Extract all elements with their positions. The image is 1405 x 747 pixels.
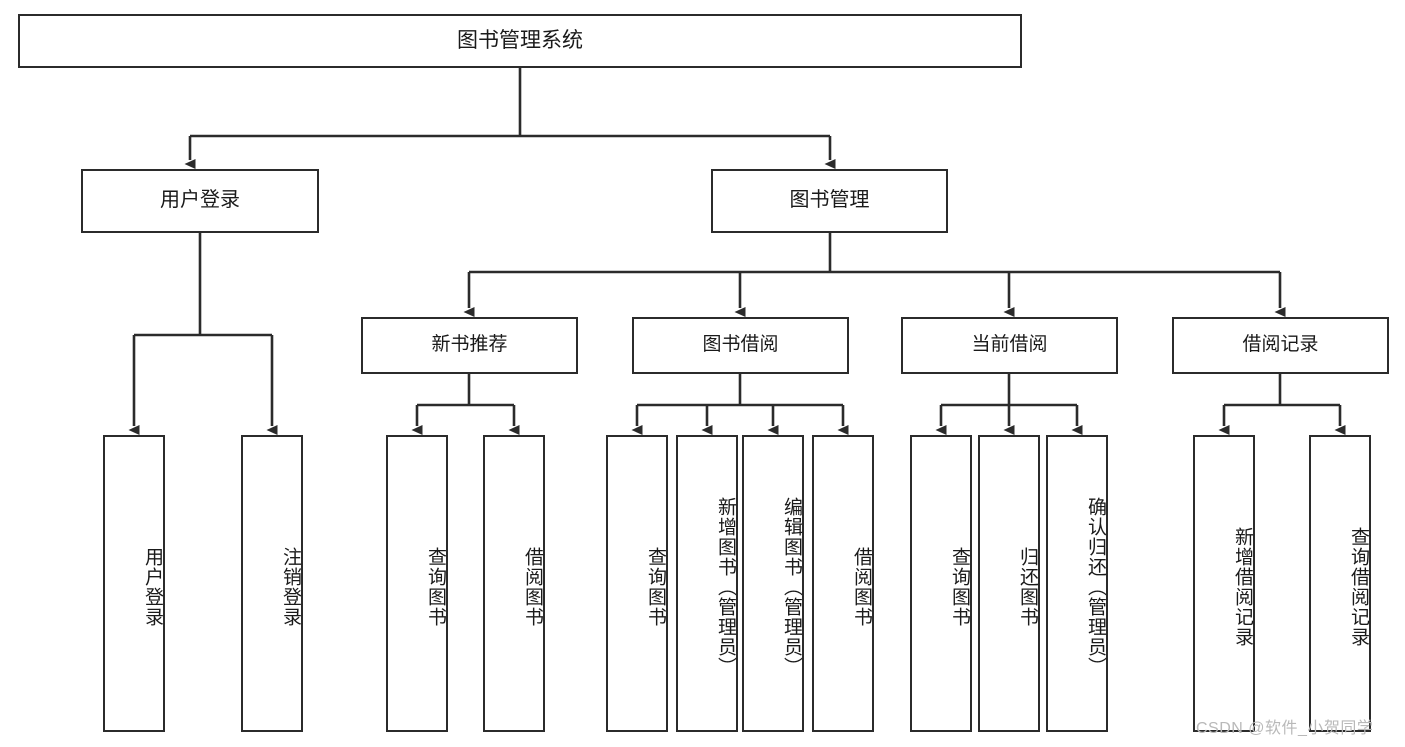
leaf-edit-book-admin[interactable]: 编辑图书（管理员） bbox=[742, 435, 804, 732]
node-label: 借阅图书 bbox=[851, 546, 872, 627]
node-label: 新增图书（管理员） bbox=[715, 496, 736, 677]
node-current-borrowing[interactable]: 当前借阅 bbox=[901, 317, 1118, 374]
node-label: 图书管理 bbox=[789, 189, 870, 212]
node-label: 新书推荐 bbox=[431, 334, 508, 356]
node-label: 查询图书 bbox=[949, 546, 970, 627]
node-label: 当前借阅 bbox=[971, 334, 1048, 356]
leaf-add-book-admin[interactable]: 新增图书（管理员） bbox=[676, 435, 738, 732]
node-root-book-management-system[interactable]: 图书管理系统 bbox=[18, 14, 1022, 68]
node-label: 确认归还（管理员） bbox=[1085, 496, 1106, 677]
leaf-query-book-current[interactable]: 查询图书 bbox=[910, 435, 972, 732]
node-borrowing-record[interactable]: 借阅记录 bbox=[1172, 317, 1389, 374]
node-label: 归还图书 bbox=[1017, 546, 1038, 627]
node-label: 新增借阅记录 bbox=[1232, 526, 1253, 647]
node-book-borrowing[interactable]: 图书借阅 bbox=[632, 317, 849, 374]
node-label: 查询图书 bbox=[645, 546, 666, 627]
node-label: 用户登录 bbox=[142, 546, 163, 627]
leaf-query-book-newbook[interactable]: 查询图书 bbox=[386, 435, 448, 732]
leaf-borrow-book[interactable]: 借阅图书 bbox=[812, 435, 874, 732]
leaf-add-borrowing-record[interactable]: 新增借阅记录 bbox=[1193, 435, 1255, 732]
node-user-login[interactable]: 用户登录 bbox=[81, 169, 319, 233]
node-label: 借阅记录 bbox=[1242, 334, 1319, 356]
leaf-logout[interactable]: 注销登录 bbox=[241, 435, 303, 732]
node-label: 注销登录 bbox=[280, 546, 301, 627]
csdn-watermark: CSDN @软件_小贺同学 bbox=[1196, 720, 1374, 737]
node-label: 编辑图书（管理员） bbox=[781, 496, 802, 677]
leaf-return-book[interactable]: 归还图书 bbox=[978, 435, 1040, 732]
node-label: 用户登录 bbox=[160, 189, 240, 212]
leaf-query-book-borrow[interactable]: 查询图书 bbox=[606, 435, 668, 732]
leaf-confirm-return-admin[interactable]: 确认归还（管理员） bbox=[1046, 435, 1108, 732]
node-label: 图书管理系统 bbox=[457, 28, 583, 52]
node-new-book-recommendation[interactable]: 新书推荐 bbox=[361, 317, 578, 374]
node-label: 借阅图书 bbox=[522, 546, 543, 627]
leaf-user-login[interactable]: 用户登录 bbox=[103, 435, 165, 732]
leaf-query-borrowing-record[interactable]: 查询借阅记录 bbox=[1309, 435, 1371, 732]
node-book-management[interactable]: 图书管理 bbox=[711, 169, 948, 233]
node-label: 查询图书 bbox=[425, 546, 446, 627]
leaf-borrow-book-newbook[interactable]: 借阅图书 bbox=[483, 435, 545, 732]
node-label: 查询借阅记录 bbox=[1348, 526, 1369, 647]
node-label: 图书借阅 bbox=[702, 334, 779, 356]
